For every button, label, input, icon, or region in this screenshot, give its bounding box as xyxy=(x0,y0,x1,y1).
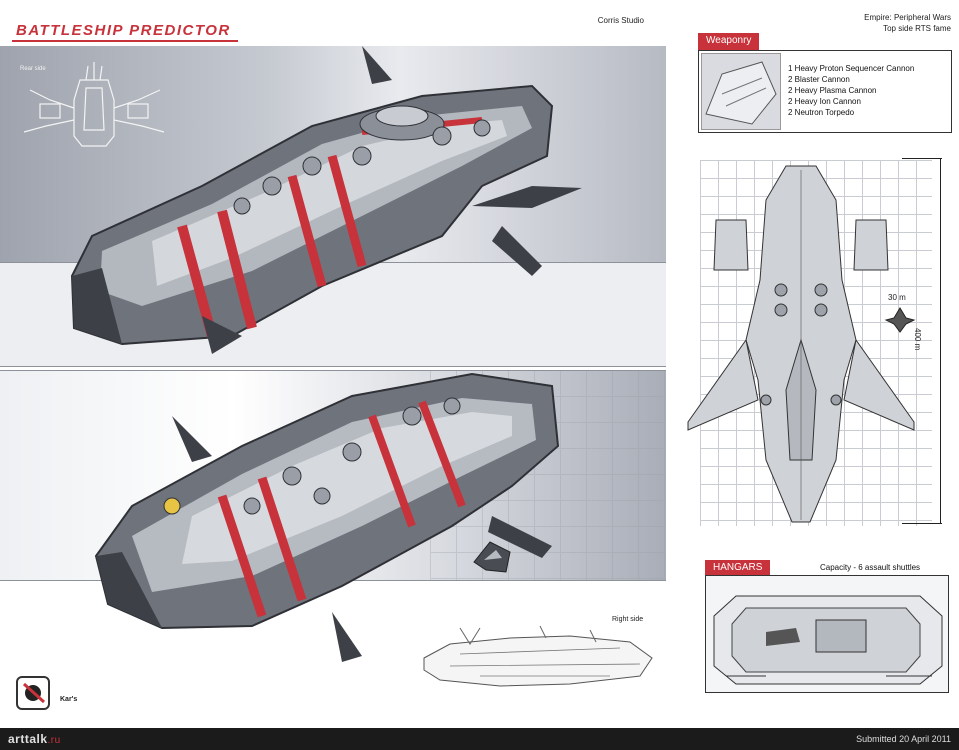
weaponry-list: 1 Heavy Proton Sequencer Cannon 2 Blaste… xyxy=(788,63,914,118)
scale-label: 30 m xyxy=(888,293,906,302)
turret-sketch xyxy=(705,61,777,125)
battleship-top-view xyxy=(70,46,582,354)
right-side-label: Right side xyxy=(612,616,644,623)
right-side-sketch xyxy=(423,625,653,687)
hangars-tab: HANGARS xyxy=(705,560,771,577)
hangar-panel xyxy=(705,575,949,693)
length-dimension-line xyxy=(940,158,941,524)
title-underline xyxy=(12,40,238,42)
empire-info: Empire: Peripheral Wars Top side RTS fam… xyxy=(864,12,951,34)
rear-side-outline xyxy=(23,62,165,147)
weapon-item: 2 Heavy Ion Cannon xyxy=(788,97,861,106)
weaponry-panel: 1 Heavy Proton Sequencer Cannon 2 Blaste… xyxy=(698,50,952,133)
hangar-capacity: Capacity - 6 assault shuttles xyxy=(820,563,921,572)
empire-line-2: Top side RTS fame xyxy=(883,24,951,33)
studio-name: Corris Studio xyxy=(597,16,644,25)
site-domain: .ru xyxy=(47,735,61,746)
weapon-item: 2 Heavy Plasma Cannon xyxy=(788,86,877,95)
weapon-item: 2 Neutron Torpedo xyxy=(788,108,855,117)
scale-shuttle-icon xyxy=(884,307,916,333)
weaponry-tab: Weaponry xyxy=(698,33,760,50)
blueprint-top-view xyxy=(687,165,915,523)
empire-line-1: Empire: Peripheral Wars xyxy=(864,13,951,22)
weapon-item: 2 Blaster Cannon xyxy=(788,75,850,84)
page-title: BATTLESHIP PREDICTOR xyxy=(16,22,231,39)
divider-line xyxy=(0,366,666,367)
artist-signature: Kar's xyxy=(60,696,78,703)
dimension-tick xyxy=(902,158,942,159)
footer-bar: arttalk.ru Submitted 20 April 2011 xyxy=(0,728,959,750)
divider-line xyxy=(0,370,666,371)
hangar-sketch xyxy=(713,595,943,685)
site-name: arttalk xyxy=(8,732,48,746)
rear-side-label: Rear side xyxy=(20,66,46,72)
dimension-tick xyxy=(902,523,942,524)
shuttle-illustration xyxy=(473,541,511,573)
studio-logo xyxy=(16,676,50,710)
logo-emblem-icon xyxy=(22,682,46,704)
weapon-item: 1 Heavy Proton Sequencer Cannon xyxy=(788,64,915,73)
battleship-front-view xyxy=(94,372,560,662)
blueprint-panel xyxy=(687,160,932,526)
left-sheet: BATTLESHIP PREDICTOR Corris Studio Rear … xyxy=(0,16,666,710)
site-logo[interactable]: arttalk.ru xyxy=(8,732,61,746)
weaponry-thumbnail xyxy=(701,53,781,130)
submission-date: Submitted 20 April 2011 xyxy=(856,734,951,744)
